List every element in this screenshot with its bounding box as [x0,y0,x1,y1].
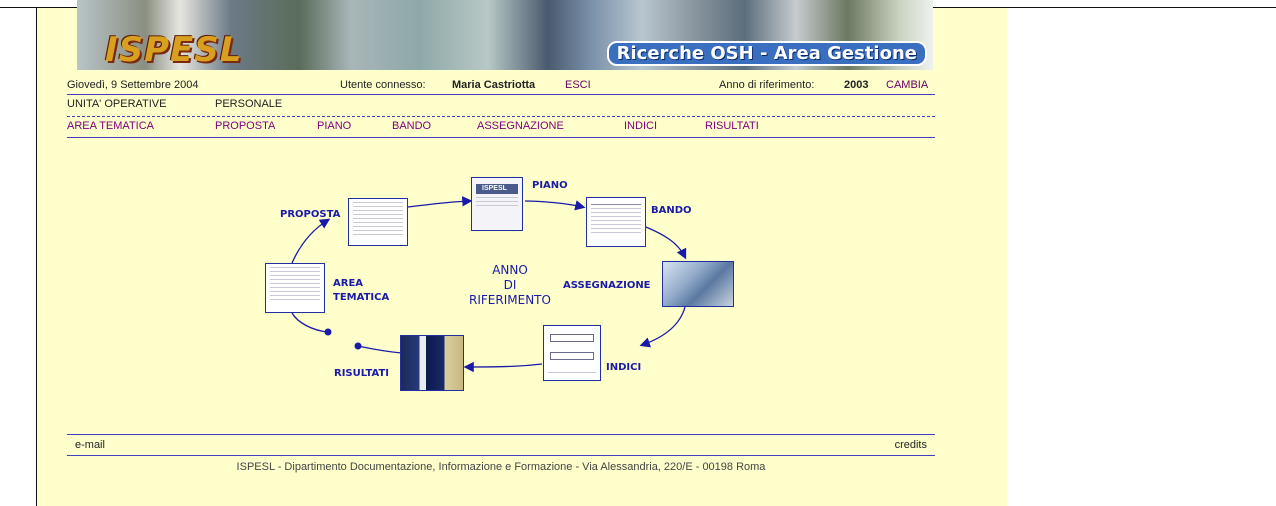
logout-link[interactable]: ESCI [565,79,591,91]
menu-divider [67,116,935,117]
cycle-end-dot [324,328,332,336]
footer-bottom-rule [67,455,935,456]
label-bando[interactable]: BANDO [651,205,692,216]
label-assegnazione[interactable]: ASSEGNAZIONE [563,280,651,291]
ispesl-logo: ISPESL [105,30,243,70]
top-menu: UNITA' OPERATIVE PERSONALE [67,98,937,113]
center-caption: ANNO DI RIFERIMENTO [450,263,570,308]
year-label: Anno di riferimento: [719,79,815,91]
menu-risultati[interactable]: RISULTATI [705,120,759,132]
indici-document[interactable] [543,325,601,381]
user-label: Utente connesso: [340,79,426,91]
area-tematica-document[interactable] [265,263,325,313]
main-menu: AREA TEMATICA PROPOSTA PIANO BANDO ASSEG… [67,120,937,135]
label-piano[interactable]: PIANO [532,180,568,191]
menu-area-tematica[interactable]: AREA TEMATICA [67,120,155,132]
menu-bando[interactable]: BANDO [392,120,432,132]
arrow-piano-to-bando [524,200,586,211]
credits-link[interactable]: credits [894,439,927,451]
bando-document[interactable] [586,197,646,247]
arrow-proposta-to-piano [407,196,473,208]
change-year-link[interactable]: CAMBIA [886,79,929,91]
process-cycle-diagram: ISPESL PIANO PROPOSTA BANDO ASSEGNAZIONE… [220,165,734,395]
center-line-3: RIFERIMENTO [469,293,551,307]
label-tematica[interactable]: TEMATICA [333,292,390,303]
info-bar: Giovedì, 9 Settembre 2004 Utente conness… [67,79,937,95]
assegnazione-image[interactable] [662,261,734,307]
label-proposta[interactable]: PROPOSTA [280,209,341,220]
risultati-publications[interactable] [400,335,464,391]
proposta-document[interactable] [348,198,408,246]
footer-address: ISPESL - Dipartimento Documentazione, In… [236,461,766,473]
piano-document[interactable]: ISPESL [471,177,523,231]
arrow-bando-to-assegnazione [645,226,687,260]
center-line-1: ANNO [492,263,528,277]
info-divider [67,94,935,95]
menu-proposta[interactable]: PROPOSTA [215,120,276,132]
arrow-area-to-end [291,312,328,333]
menu-indici[interactable]: INDICI [624,120,657,132]
arrow-assegnazione-to-indici [639,306,686,348]
menu-bottom-rule [67,137,935,138]
footer-top-rule [67,434,935,435]
menu-assegnazione[interactable]: ASSEGNAZIONE [477,120,564,132]
menu-unita-operative[interactable]: UNITA' OPERATIVE [67,98,167,110]
email-link[interactable]: e-mail [75,439,105,451]
menu-piano[interactable]: PIANO [317,120,352,132]
label-indici[interactable]: INDICI [606,362,642,373]
center-line-2: DI [503,278,517,292]
arrow-area-to-proposta [291,218,331,264]
arrow-indici-to-risultati [463,361,543,373]
banner-title: Ricerche OSH - Area Gestione [606,41,927,66]
header-banner: ISPESL Ricerche OSH - Area Gestione [77,0,933,70]
label-area[interactable]: AREA [333,278,364,289]
cycle-start-dot [354,342,362,350]
arrow-risultati-to-start [357,345,403,354]
piano-doc-caption: ISPESL [476,184,518,194]
footer-bar: e-mail credits [67,439,935,453]
user-name: Maria Castriotta [452,79,536,91]
reference-year: 2003 [844,79,869,91]
current-date: Giovedì, 9 Settembre 2004 [67,79,199,91]
label-risultati[interactable]: RISULTATI [334,368,390,379]
cycle-arrows [291,196,687,373]
menu-personale[interactable]: PERSONALE [215,98,283,110]
frame-left-border [36,7,37,506]
page-body: ISPESL Ricerche OSH - Area Gestione Giov… [37,0,1007,506]
